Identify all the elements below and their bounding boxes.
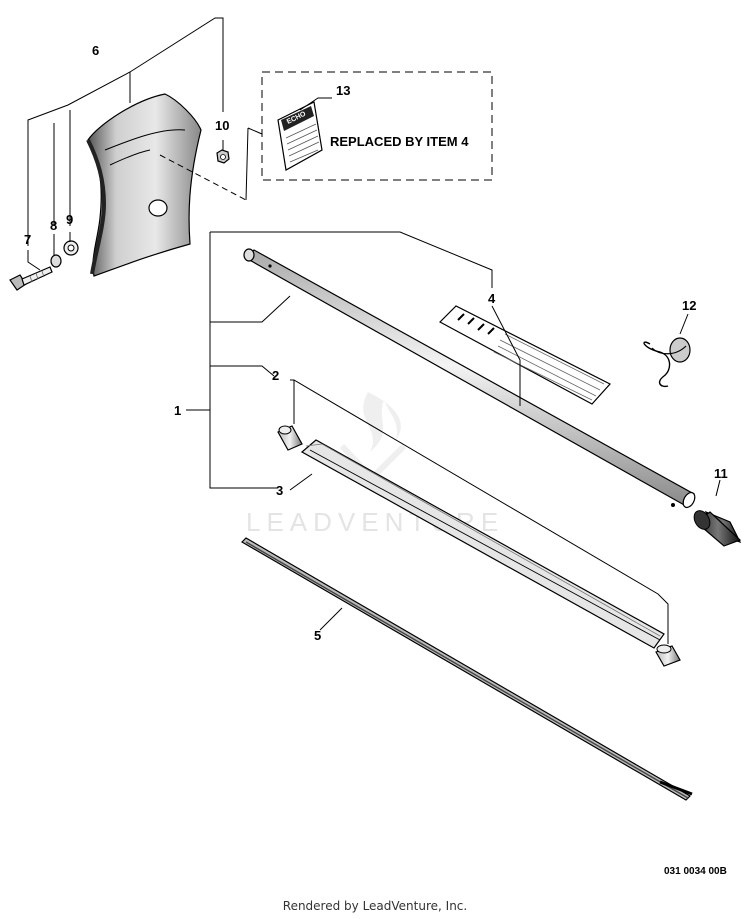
liner-part	[300, 439, 665, 649]
bushing-bottom-part	[655, 644, 681, 667]
drawing-code: 031 0034 00B	[664, 866, 727, 877]
callout-5: 5	[314, 628, 321, 643]
drive-tube-part	[243, 248, 696, 509]
hanger-clip-part	[643, 337, 691, 388]
footer-credit: Rendered by LeadVenture, Inc.	[282, 899, 468, 913]
callout-11: 11	[714, 466, 728, 481]
shield-guard-part	[86, 93, 202, 277]
callout-10: 10	[215, 118, 229, 133]
callout-2: 2	[272, 368, 279, 383]
callout-7: 7	[24, 232, 31, 247]
replaced-note-text: REPLACED BY ITEM 4	[330, 134, 469, 149]
bushing-top-part	[277, 425, 303, 451]
callout-4: 4	[488, 291, 496, 306]
callout-12: 12	[682, 298, 696, 313]
tube-decal-part	[439, 305, 611, 405]
callout-6: 6	[92, 43, 99, 58]
nut-part	[216, 149, 230, 164]
grip-part	[693, 510, 742, 547]
callout-1: 1	[174, 403, 181, 418]
callout-8: 8	[50, 218, 57, 233]
flat-washer-part	[63, 240, 79, 256]
bolt-part	[9, 266, 53, 291]
callout-9: 9	[66, 212, 73, 227]
decal-label-part: ECHO	[277, 101, 323, 171]
shield-mount-hole	[148, 199, 168, 217]
lock-washer-part	[50, 254, 62, 268]
drive-shaft-part	[241, 537, 693, 801]
callout-13: 13	[336, 83, 350, 98]
callout-3: 3	[276, 483, 283, 498]
